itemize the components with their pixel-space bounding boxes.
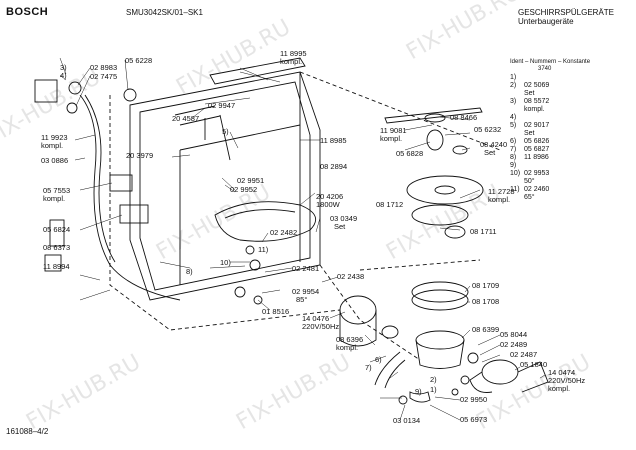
- part-number: 14 0476: [302, 314, 330, 323]
- part-number: 02 2487: [510, 350, 538, 359]
- legend-row: 50°: [524, 178, 535, 185]
- part-number: 02 2489: [500, 340, 528, 349]
- legend-row: 10)02 9953: [510, 170, 550, 177]
- callout-ref: 2): [430, 375, 437, 384]
- callout-ref: 4): [60, 71, 67, 80]
- part-number-note: kompl.: [380, 134, 403, 143]
- subcategory-title: Unterbaugeräte: [518, 17, 574, 26]
- part-number: 20 4206: [316, 192, 344, 201]
- part-number: 11 2728: [488, 187, 515, 196]
- part-number-note: Set: [334, 222, 346, 231]
- legend-row: 65°: [524, 194, 535, 201]
- part-number: 01 8516: [262, 307, 290, 316]
- ident-label: Ident – Nummern – Konstante: [510, 59, 591, 65]
- legend-row: 1): [510, 74, 517, 81]
- part-number: 08 6399: [472, 325, 500, 334]
- part-number: 08 8466: [450, 113, 478, 122]
- legend-row: Set: [524, 90, 535, 97]
- part-number: 20 3979: [126, 151, 154, 160]
- callout-ref: 5): [222, 127, 229, 136]
- drawing-number: 161088–4/2: [6, 427, 49, 436]
- callout-ref: 8): [186, 267, 193, 276]
- part-number: 03 0349: [330, 214, 358, 223]
- part-number: 05 7553: [43, 186, 71, 195]
- part-number: 08 1712: [376, 200, 404, 209]
- part-number: 03 0134: [393, 416, 421, 425]
- part-number: 08 1711: [470, 227, 497, 236]
- part-number: 02 2482: [270, 228, 298, 237]
- callout-ref: 11): [258, 245, 269, 254]
- legend-row: 9): [510, 162, 517, 169]
- footnote-legend: 1) 2)02 5069 Set 3)08 5572 kompl. 4) 5)0…: [510, 74, 549, 202]
- part-number: 08 2894: [320, 162, 348, 171]
- part-number: 11 9081: [380, 126, 407, 135]
- part-number: 05 6824: [43, 225, 71, 234]
- part-number: 02 9952: [230, 185, 258, 194]
- legend-row: 4): [510, 114, 517, 121]
- part-number-note: 1800W: [316, 200, 340, 209]
- part-number: 05 1840: [520, 360, 548, 369]
- part-number-note: kompl.: [41, 141, 64, 150]
- part-number: 11 8994: [43, 262, 70, 271]
- callout-ref: 3): [60, 63, 67, 72]
- part-number: 02 2481: [292, 264, 320, 273]
- callout-ref: 9): [415, 387, 422, 396]
- part-number: 02 9950: [460, 395, 488, 404]
- part-number-note: 85°: [296, 295, 308, 304]
- part-number: 05 6228: [125, 56, 153, 65]
- part-number-note: 220V/50Hz: [548, 376, 586, 385]
- callout-ref: 7): [365, 363, 372, 372]
- ident-value: 3740: [538, 66, 552, 72]
- callout-ref: 1): [430, 385, 437, 394]
- part-number-note: kompl.: [548, 384, 571, 393]
- part-number-note: Set: [484, 148, 496, 157]
- legend-row: 5)02 9017: [510, 122, 550, 129]
- part-number: 11 9923: [41, 133, 68, 142]
- part-number-note: kompl.: [280, 57, 303, 66]
- part-number-note: kompl.: [43, 194, 66, 203]
- part-number: 02 2438: [337, 272, 365, 281]
- part-number-note: kompl.: [336, 343, 359, 352]
- brand-logo-text: BOSCH: [6, 6, 49, 18]
- part-number: 05 6828: [396, 149, 424, 158]
- part-number-note: 220V/50Hz: [302, 322, 340, 331]
- part-number: 05 6973: [460, 415, 488, 424]
- legend-row: 11)02 2460: [510, 186, 550, 193]
- part-number: 20 4587: [172, 114, 200, 123]
- callout-ref: 10): [220, 258, 231, 267]
- part-number: 14 0474: [548, 368, 576, 377]
- part-number: 03 0886: [41, 156, 69, 165]
- part-number: 08 1709: [472, 281, 500, 290]
- part-number: 08 4240: [480, 140, 508, 149]
- legend-row: 3)08 5572: [510, 98, 550, 105]
- category-title: GESCHIRRSPÜLGERÄTE: [518, 8, 615, 17]
- part-number: 05 8044: [500, 330, 528, 339]
- part-number: 02 9951: [237, 176, 265, 185]
- legend-row: 6)05 6826: [510, 138, 550, 145]
- legend-row: 7)05 6827: [510, 146, 550, 153]
- part-number: 08 6373: [43, 243, 71, 252]
- part-number: 02 7475: [90, 72, 118, 81]
- part-number: 02 9954: [292, 287, 320, 296]
- part-number-note: kompl.: [488, 195, 511, 204]
- part-number: 08 1708: [472, 297, 500, 306]
- legend-row: Set: [524, 130, 535, 137]
- part-number: 11 8995: [280, 49, 307, 58]
- part-number: 11 8985: [320, 136, 347, 145]
- model-number: SMU3042SK/01–SK1: [126, 8, 203, 17]
- legend-row: 2)02 5069: [510, 82, 550, 89]
- part-number: 08 6396: [336, 335, 364, 344]
- part-number: 05 6232: [474, 125, 502, 134]
- legend-row: 8)11 8986: [510, 154, 549, 161]
- part-number: 02 9947: [208, 101, 236, 110]
- part-number: 02 8983: [90, 63, 118, 72]
- legend-row: kompl.: [524, 106, 545, 113]
- callout-ref: 6): [375, 355, 382, 364]
